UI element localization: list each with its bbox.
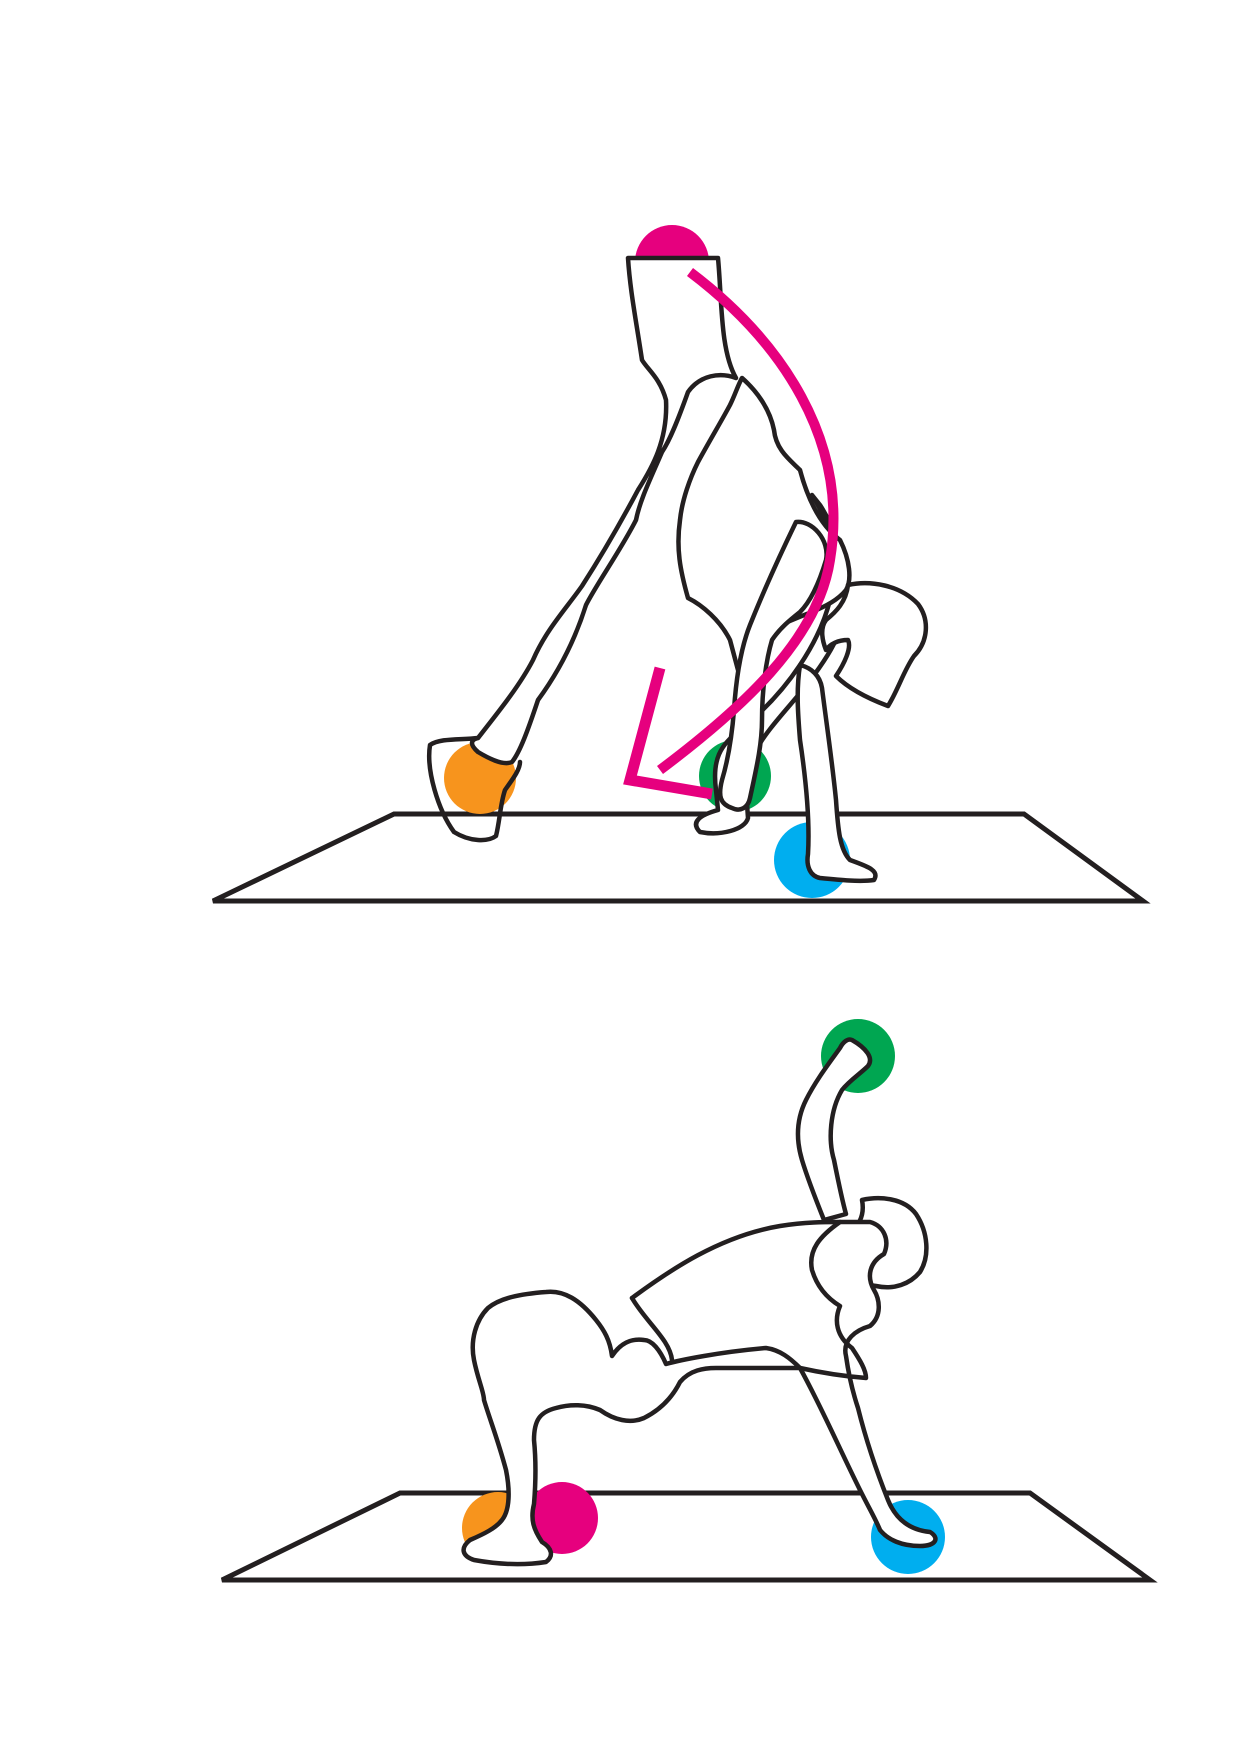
top-movement-arc	[656, 268, 839, 774]
bottom-torso	[461, 1219, 938, 1567]
top-right-arm	[717, 519, 829, 812]
bottom-figure	[220, 1019, 1158, 1583]
top-front-leg	[795, 662, 878, 884]
top-movement-arrowhead	[623, 666, 713, 800]
bottom-raised-arm	[795, 1037, 873, 1223]
bottom-foot-pink-marker	[526, 1482, 598, 1554]
bottom-mat	[220, 1490, 1158, 1583]
top-head	[820, 580, 928, 709]
top-left-arm	[469, 255, 739, 766]
bottom-torso-line	[629, 1219, 843, 1301]
bottom-arm-line	[629, 1295, 675, 1363]
top-mat	[211, 811, 1151, 904]
top-hand-left	[427, 735, 523, 843]
top-figure	[211, 225, 1151, 904]
